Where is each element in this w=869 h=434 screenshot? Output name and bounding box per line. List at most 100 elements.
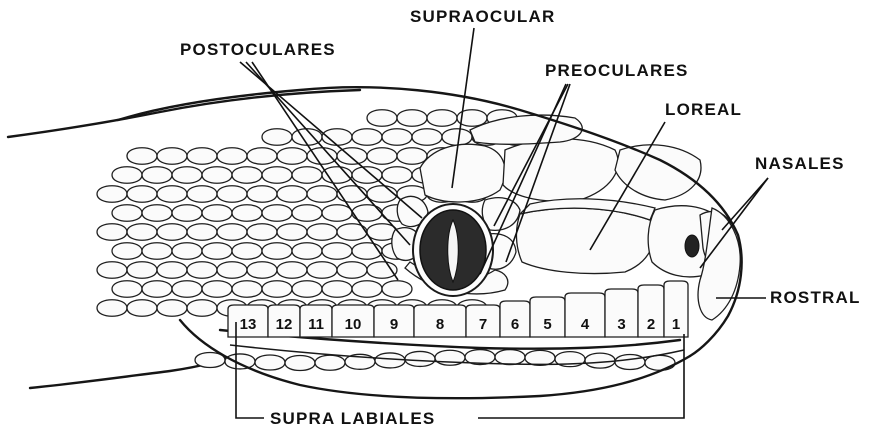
head-scale: [352, 243, 382, 260]
label-rostral: ROSTRAL: [770, 288, 861, 307]
head-scale: [202, 205, 232, 222]
head-scale: [367, 148, 397, 165]
jaw-scale: [495, 350, 525, 365]
head-scale: [157, 148, 187, 165]
head-scale: [172, 243, 202, 260]
head-scale: [202, 281, 232, 298]
head-scale: [382, 281, 412, 298]
loreal-plate: [516, 208, 653, 273]
head-scale: [217, 186, 247, 203]
supralabial-number: 12: [276, 316, 293, 333]
head-scale: [157, 300, 187, 317]
supralabial-number: 2: [647, 316, 655, 333]
head-scale: [142, 205, 172, 222]
supralabial-number: 6: [511, 316, 519, 333]
head-scale: [292, 281, 322, 298]
head-scale: [382, 167, 412, 184]
jaw-scale: [225, 354, 255, 369]
supralabial-number: 7: [479, 316, 487, 333]
label-loreal: LOREAL: [665, 100, 742, 119]
head-scale: [292, 167, 322, 184]
head-scale: [127, 300, 157, 317]
head-scale: [367, 186, 397, 203]
nostril: [685, 235, 699, 257]
head-scale: [337, 186, 367, 203]
head-scale: [337, 262, 367, 279]
label-postoculares: POSTOCULARES: [180, 40, 336, 59]
jaw-scale: [285, 355, 315, 370]
head-scale: [142, 281, 172, 298]
head-scale: [217, 262, 247, 279]
head-scale: [97, 186, 127, 203]
head-scale: [172, 281, 202, 298]
head-scale: [187, 148, 217, 165]
head-scale: [142, 167, 172, 184]
head-scale: [262, 281, 292, 298]
leader-nasal-1: [722, 178, 768, 230]
head-scale: [112, 167, 142, 184]
head-scale: [232, 281, 262, 298]
head-scale: [322, 243, 352, 260]
label-nasales: NASALES: [755, 154, 845, 173]
supralabial-number: 3: [617, 316, 625, 333]
label-supraocular: SUPRAOCULAR: [410, 7, 555, 26]
head-scale: [382, 129, 412, 146]
head-scale: [247, 224, 277, 241]
supralabial-number: 11: [308, 316, 324, 333]
head-scale: [277, 224, 307, 241]
supralabial-number: 1: [672, 316, 680, 333]
head-scale: [277, 186, 307, 203]
head-scale: [97, 300, 127, 317]
head-scale: [187, 300, 217, 317]
head-scale: [187, 224, 217, 241]
head-scale: [427, 110, 457, 127]
prefrontal-plate: [503, 139, 618, 201]
head-scale: [262, 129, 292, 146]
head-scale: [127, 262, 157, 279]
head-scale: [97, 224, 127, 241]
internasal-plate: [615, 145, 701, 200]
head-scale: [262, 205, 292, 222]
head-scale: [217, 224, 247, 241]
head-scale: [157, 186, 187, 203]
jaw-scale: [315, 355, 345, 370]
label-preoculares: PREOCULARES: [545, 61, 689, 80]
head-scale: [112, 205, 142, 222]
jaw-scale: [645, 355, 675, 370]
head-scale: [337, 148, 367, 165]
supralabial-number: 8: [436, 316, 444, 333]
head-scale: [172, 167, 202, 184]
jaw-scale: [375, 353, 405, 368]
head-scale: [367, 110, 397, 127]
head-scale: [157, 224, 187, 241]
head-scale: [202, 243, 232, 260]
head-scale: [187, 186, 217, 203]
jaw-scale: [585, 353, 615, 368]
supralabial-number: 5: [543, 316, 551, 333]
jaw-scale: [405, 351, 435, 366]
head-scale: [262, 243, 292, 260]
head-scale: [307, 224, 337, 241]
head-scale: [277, 262, 307, 279]
head-scale: [232, 243, 262, 260]
head-scale: [232, 205, 262, 222]
head-scale: [352, 281, 382, 298]
head-scale: [442, 129, 472, 146]
head-scale: [97, 262, 127, 279]
head-scale: [307, 262, 337, 279]
head-scale: [397, 110, 427, 127]
head-scale: [127, 186, 157, 203]
head-scale: [262, 167, 292, 184]
eye: [413, 204, 493, 296]
head-scale: [247, 148, 277, 165]
head-scale: [292, 243, 322, 260]
head-scale: [112, 243, 142, 260]
supralabial-number: 10: [345, 316, 362, 333]
head-scale: [292, 205, 322, 222]
head-scale: [247, 186, 277, 203]
supralabial-number: 4: [581, 316, 590, 333]
supralabial-number: 9: [390, 316, 398, 333]
jaw-scale: [615, 354, 645, 369]
head-scale: [367, 262, 397, 279]
